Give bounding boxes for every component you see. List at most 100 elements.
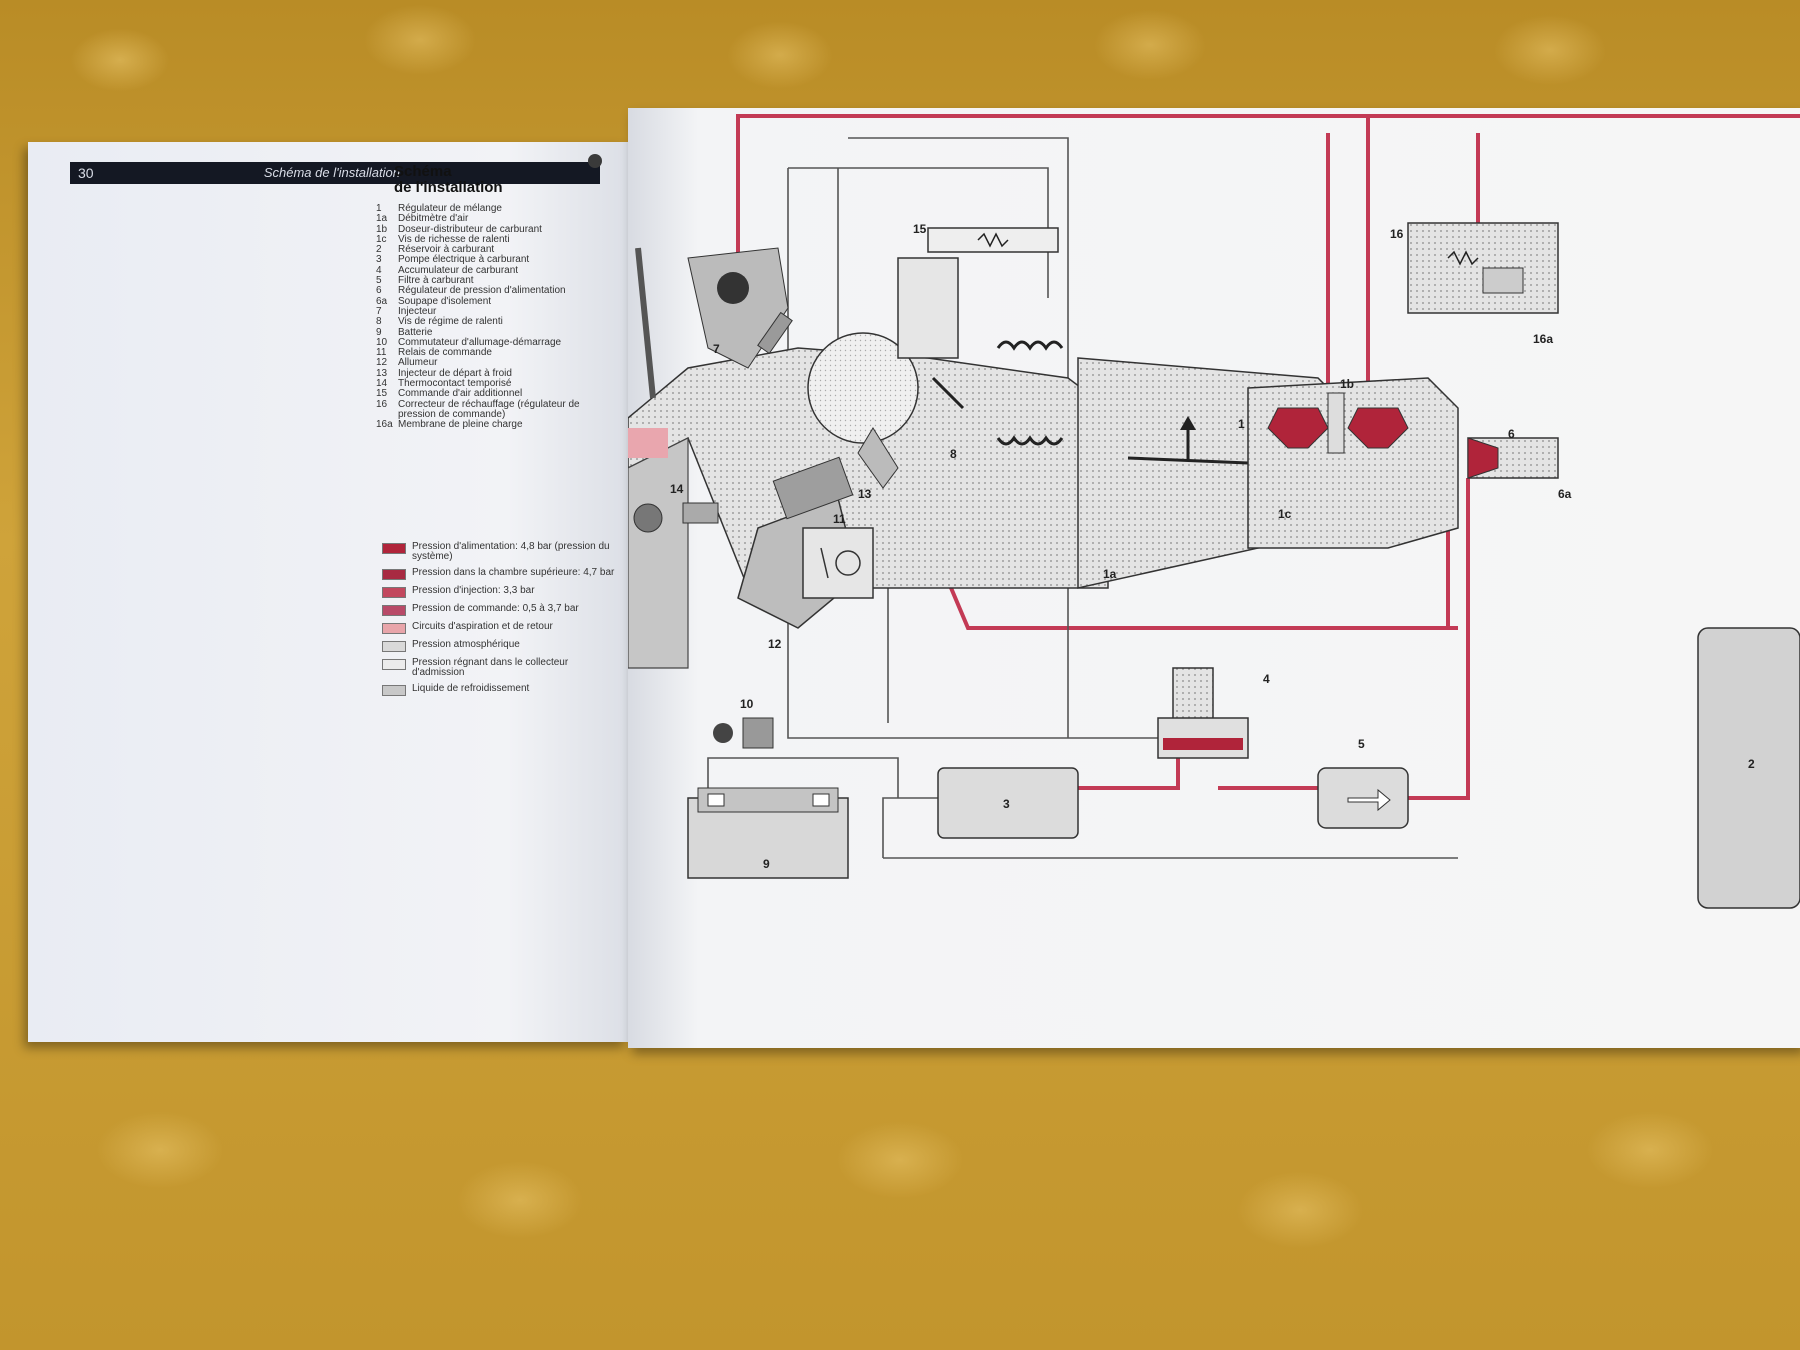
legend-item-text: Injecteur xyxy=(398,305,437,317)
left-page: 30 Schéma de l'installation Schéma de l'… xyxy=(28,142,628,1042)
legend-item-text: Commande d'air additionnel xyxy=(398,388,523,400)
key-item: Pression d'alimentation: 4,8 bar (pressi… xyxy=(382,542,622,562)
legend-item-number: 15 xyxy=(376,388,388,400)
fuel-return-line xyxy=(1446,528,1458,630)
label-2: 2 xyxy=(1748,757,1755,771)
legend-item-text: Allumeur xyxy=(398,357,438,369)
diagram-title: Schéma de l'installation xyxy=(394,164,503,196)
label-6a: 6a xyxy=(1558,487,1572,501)
legend-item: 6 Régulateur de pression d'alimentation xyxy=(376,285,616,297)
legend-item-text: Correcteur de réchauffage (régulateur de… xyxy=(398,398,580,420)
filter-to-regulator-line xyxy=(1408,478,1470,800)
throttle-valve xyxy=(931,376,965,410)
legend-item-number: 8 xyxy=(376,316,382,328)
legend-item: 4 Accumulateur de carburant xyxy=(376,264,616,276)
legend-item-number: 1a xyxy=(376,213,388,225)
label-12: 12 xyxy=(768,637,782,651)
legend-item-text: Commutateur d'allumage-démarrage xyxy=(398,336,562,348)
label-1: 1 xyxy=(1238,417,1245,431)
key-swatch xyxy=(382,569,406,580)
legend-item-text: Filtre à carburant xyxy=(398,275,474,287)
label-4: 4 xyxy=(1263,672,1270,686)
legend-item-text: Injecteur de départ à froid xyxy=(398,367,512,379)
label-10: 10 xyxy=(740,697,754,711)
ignition-switch xyxy=(713,717,774,749)
pressure-regulator xyxy=(1467,437,1559,479)
header-title: Schéma de l'installation xyxy=(263,165,400,180)
legend-item-number: 2 xyxy=(376,244,382,256)
legend-item-text: Membrane de pleine charge xyxy=(398,419,523,431)
key-text: Pression d'injection: 3,3 bar xyxy=(412,585,535,596)
auxiliary-air-valve xyxy=(897,227,1059,359)
key-swatch xyxy=(382,685,406,696)
legend-item-text: Pompe électrique à carburant xyxy=(398,254,530,266)
control-relay xyxy=(802,527,874,599)
control-plunger xyxy=(1327,392,1345,454)
legend-item-number: 14 xyxy=(376,378,388,390)
label-9: 9 xyxy=(763,857,770,871)
legend-item-text: Doseur-distributeur de carburant xyxy=(398,223,542,235)
label-15: 15 xyxy=(913,222,927,236)
air-line-top xyxy=(848,137,1069,168)
legend-item: 1a Débitmètre d'air xyxy=(376,213,616,225)
legend-item-text: Débitmètre d'air xyxy=(398,213,469,225)
pressure-chamber-left xyxy=(1267,407,1329,449)
sensor-plate xyxy=(1127,456,1249,465)
label-16: 16 xyxy=(1390,227,1404,241)
legend-item-number: 13 xyxy=(376,367,388,379)
legend-item-number: 5 xyxy=(376,275,382,287)
legend-item-number: 1 xyxy=(376,203,382,214)
legend-item-number: 6 xyxy=(376,285,382,297)
legend-item-text: Batterie xyxy=(398,326,433,338)
key-text: Liquide de refroidissement xyxy=(412,683,530,694)
legend-item-number: 12 xyxy=(376,357,388,369)
diagram-title-line-2: de l'installation xyxy=(394,179,503,196)
legend-item-number: 7 xyxy=(376,305,382,317)
legend-item-text: Soupape d'isolement xyxy=(398,295,492,307)
legend-item-text: Régulateur de pression d'alimentation xyxy=(398,285,566,297)
label-7: 7 xyxy=(713,342,720,356)
legend-item-text: Réservoir à carburant xyxy=(398,244,495,256)
legend-item-number: 16 xyxy=(376,398,388,410)
legend-item: 16 Correcteur de réchauffage (régulateur … xyxy=(376,398,616,421)
key-swatch xyxy=(382,659,406,670)
legend-item-text: Relais de commande xyxy=(398,347,492,359)
battery xyxy=(687,787,849,879)
legend-item: 2 Réservoir à carburant xyxy=(376,244,616,256)
label-3: 3 xyxy=(1003,797,1010,811)
legend-item-text: Thermocontact temporisé xyxy=(398,378,512,390)
thermo-time-switch xyxy=(682,502,719,524)
key-text: Pression dans la chambre supérieure: 4,7… xyxy=(412,567,615,578)
key-text: Circuits d'aspiration et de retour xyxy=(412,621,553,632)
legend-item-number: 9 xyxy=(376,326,382,338)
engine-block xyxy=(628,437,689,669)
label-16a: 16a xyxy=(1533,332,1553,346)
key-item: Pression de commande: 0,5 à 3,7 bar xyxy=(382,604,622,616)
combustion-chamber xyxy=(628,428,668,458)
key-text: Pression atmosphérique xyxy=(412,639,520,650)
fuel-injection-diagram: 1 1a 1b 1c 2 3 4 5 6 6a 7 8 9 10 11 12 1… xyxy=(628,114,1800,909)
key-swatch xyxy=(382,623,406,634)
legend-item: 5 Filtre à carburant xyxy=(376,275,616,287)
wire-4 xyxy=(788,167,1049,298)
bellows-lower xyxy=(996,435,1064,446)
label-14: 14 xyxy=(670,482,684,496)
legend-item-text: Accumulateur de carburant xyxy=(398,264,519,276)
fuel-pump xyxy=(937,767,1079,839)
fuel-accumulator xyxy=(1157,667,1249,759)
throttle-body xyxy=(807,332,919,444)
legend-item-number: 4 xyxy=(376,264,382,276)
legend-item: 13 Injecteur de départ à froid xyxy=(376,367,616,379)
warm-up-regulator xyxy=(1407,222,1559,314)
legend-item: 15 Commande d'air additionnel xyxy=(376,388,616,400)
page-number: 30 xyxy=(78,165,94,181)
label-6: 6 xyxy=(1508,427,1515,441)
